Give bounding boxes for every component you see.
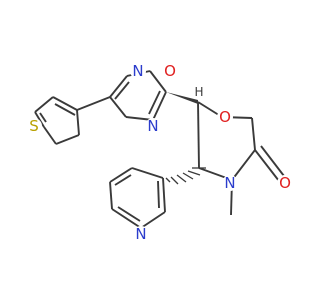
atom-label: N — [147, 117, 158, 135]
pyridine-nitrogen-atom: N — [133, 225, 149, 243]
atom-label: N — [135, 225, 146, 243]
bond — [34, 96, 54, 113]
bond — [54, 103, 76, 116]
bond — [111, 208, 142, 229]
bond-layer — [34, 70, 285, 229]
atom-label: O — [164, 62, 176, 80]
bond — [149, 70, 167, 93]
bond — [231, 149, 256, 181]
bond — [114, 174, 132, 186]
bond — [43, 126, 57, 145]
bond — [109, 96, 127, 118]
bond — [152, 91, 167, 121]
carbonyl-oxygen-atom: O — [277, 174, 293, 192]
bond — [162, 177, 166, 213]
atom-label: N — [132, 62, 143, 80]
oxadiazole-n2-atom: N — [130, 62, 146, 80]
bond — [140, 211, 166, 229]
bond — [109, 167, 133, 183]
bond — [55, 134, 80, 145]
bond — [197, 101, 200, 169]
hash-bond — [165, 167, 206, 185]
bond — [114, 81, 130, 100]
bond — [260, 145, 285, 177]
wedge-bond — [166, 92, 198, 104]
morpholine-nitrogen-atom: N — [222, 174, 238, 192]
bond — [76, 96, 111, 111]
molecule-structure-diagram: S O N N O N O N — [26, 62, 293, 243]
atom-label: N — [224, 174, 235, 192]
atom-label: O — [219, 108, 231, 126]
bond — [34, 111, 45, 128]
bond — [251, 117, 256, 151]
atom-label-layer: S O N N O N O N — [26, 62, 293, 243]
bond — [109, 181, 113, 210]
atom-label: O — [279, 174, 291, 192]
bond — [117, 206, 141, 222]
bond — [254, 149, 280, 182]
bond — [76, 109, 80, 136]
oxadiazole-n4-atom: N — [145, 117, 161, 135]
atom-label: S — [29, 117, 39, 135]
sulfur-atom: S — [26, 117, 42, 135]
bond — [109, 75, 128, 98]
bond — [148, 90, 161, 115]
bond — [157, 180, 160, 209]
morpholine-oxygen-atom: O — [217, 108, 233, 126]
stereo-hydrogen: H — [192, 85, 206, 99]
bond — [39, 112, 47, 123]
bond — [131, 167, 164, 179]
bond — [52, 96, 78, 111]
oxadiazole-oxygen-atom: O — [162, 62, 178, 80]
hydrogen-label: H — [194, 85, 203, 99]
